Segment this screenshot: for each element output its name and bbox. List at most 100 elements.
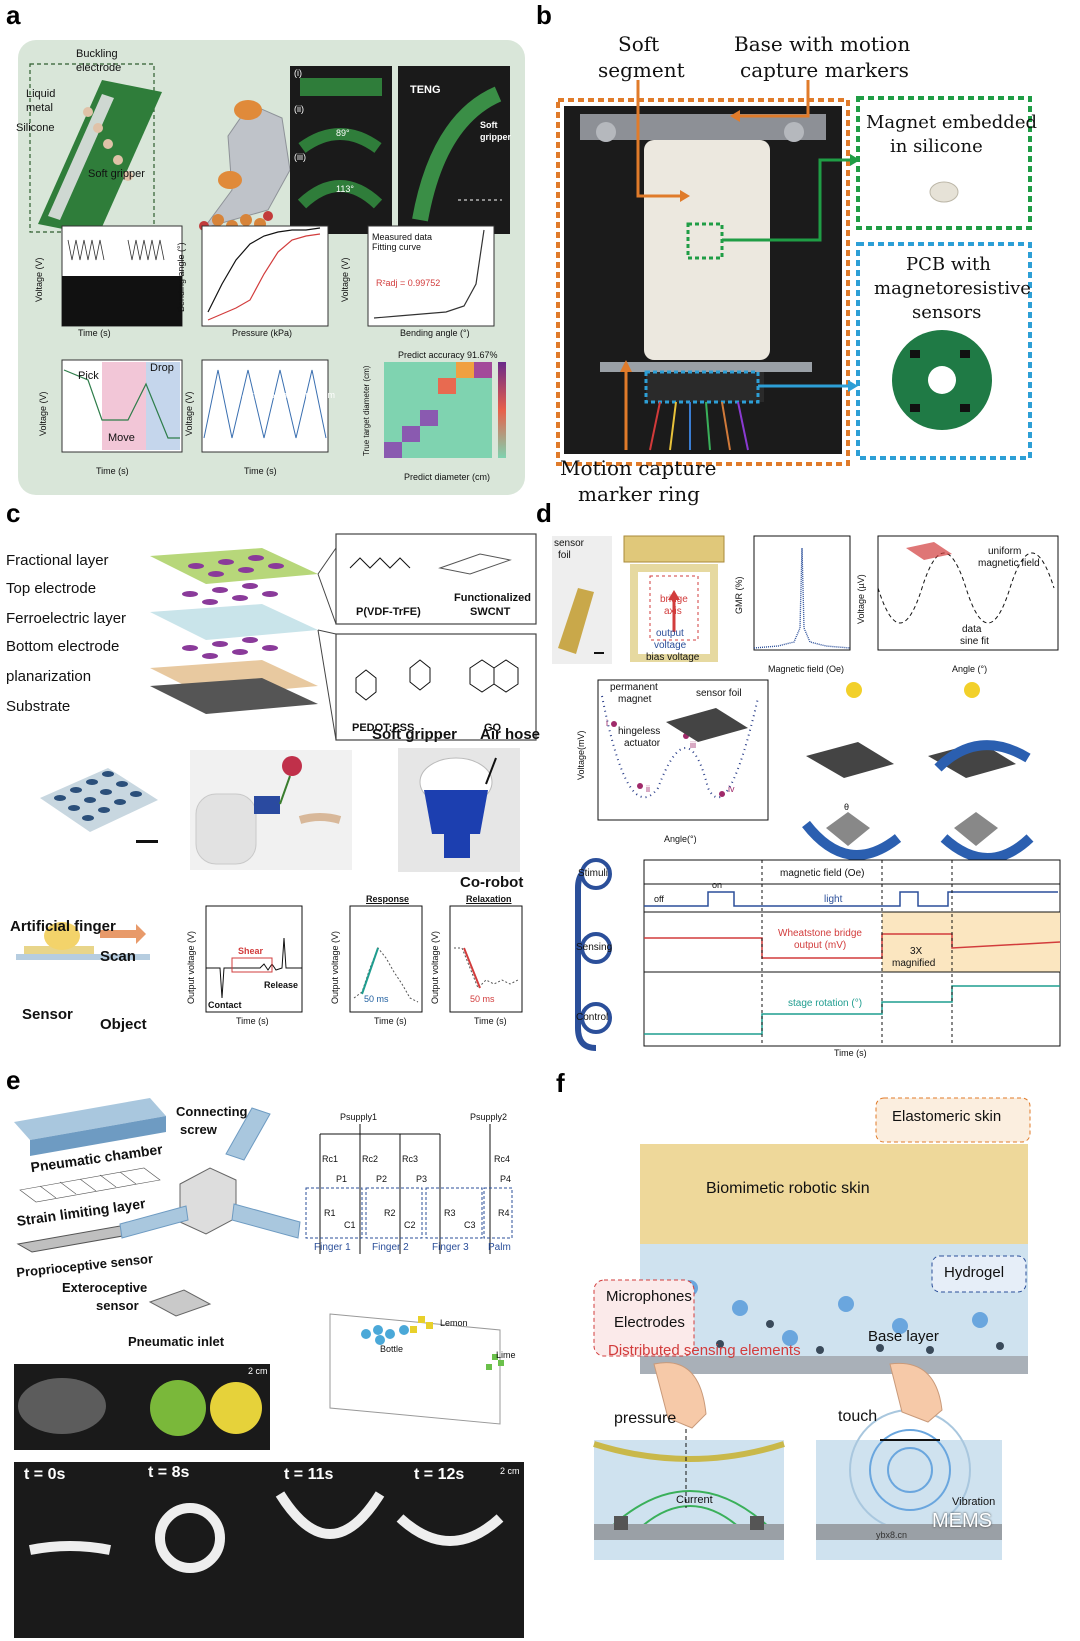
label-p1: P1 xyxy=(336,1174,348,1184)
label-stage-rotation: stage rotation (°) xyxy=(788,998,863,1009)
label-2cm-2: 2 cm xyxy=(500,1466,520,1476)
label-light: light xyxy=(824,894,843,905)
label-iii: (iii) xyxy=(294,152,306,162)
label-r1: R1 xyxy=(324,1208,336,1218)
label-r2: R2 xyxy=(384,1208,396,1218)
chart-time-traces xyxy=(575,858,1061,1051)
label-contact: Contact xyxy=(208,1000,242,1010)
panel-a: Buckling electrode Liquid metal Silicone… xyxy=(16,40,525,495)
label-rc1: Rc1 xyxy=(322,1154,339,1164)
axis-angle-d2: Angle(°) xyxy=(664,834,697,844)
label-50ms-2: 50 ms xyxy=(470,994,495,1004)
label-pneumatic-inlet: Pneumatic inlet xyxy=(128,1334,225,1349)
label-bottle: Bottle xyxy=(380,1344,404,1354)
label-sensing: Sensing xyxy=(576,942,613,953)
label-lime: Lime xyxy=(496,1350,516,1360)
label-exteroceptive: Exteroceptive xyxy=(62,1280,148,1295)
label-segment: segment xyxy=(598,58,685,82)
watermark-site: ybx8.cn xyxy=(876,1530,908,1540)
axis-bending: Bending angle (°) xyxy=(176,242,186,312)
label-foil-d: foil xyxy=(558,550,571,561)
panel-b-graphics xyxy=(556,80,1032,466)
label-pick: Pick xyxy=(78,370,99,382)
label-liquid: Liquid xyxy=(26,88,56,100)
layer-bottom-electrode: Bottom electrode xyxy=(6,638,120,655)
label-sensor: Sensor xyxy=(22,1006,73,1023)
label-predict-accuracy: Predict accuracy 91.67% xyxy=(398,350,498,360)
label-lemon: Lemon xyxy=(440,1318,468,1328)
label-soft: Soft xyxy=(618,32,660,56)
label-soft: Soft xyxy=(480,120,498,130)
panel-label-d: d xyxy=(536,498,552,528)
label-control: Control xyxy=(576,1012,609,1023)
label-magnet-2: in silicone xyxy=(890,136,983,157)
label-gripper: gripper xyxy=(480,132,512,142)
label-wheatstone-2: output (mV) xyxy=(794,940,847,951)
label-c3: C3 xyxy=(464,1220,476,1230)
axis-time-c2: Time (s) xyxy=(374,1016,407,1026)
label-func-2: SWCNT xyxy=(470,606,511,618)
panel-label-b: b xyxy=(536,0,552,30)
label-axis: axis xyxy=(664,606,682,617)
layer-planarization: planarization xyxy=(6,668,92,685)
label-distributed: Distributed sensing elements xyxy=(608,1342,801,1359)
label-2cm-1: 2 cm xyxy=(248,1366,268,1376)
label-rc3: Rc3 xyxy=(402,1154,419,1164)
panel-d-graphics xyxy=(552,535,1061,1051)
label-magfield-oe: magnetic field (Oe) xyxy=(780,868,865,879)
label-pressure: pressure xyxy=(614,1410,677,1427)
panel-label-c: c xyxy=(6,498,21,528)
legend-fitting: Fitting curve xyxy=(372,242,422,252)
label-roman-iii: iii xyxy=(690,740,696,750)
label-roman-ii: ii xyxy=(646,784,650,794)
label-screw: screw xyxy=(180,1122,217,1137)
label-current: Current xyxy=(676,1494,713,1506)
label-r4: R4 xyxy=(498,1208,510,1218)
label-7cm: 7cm xyxy=(318,390,336,400)
label-t0: t = 0s xyxy=(24,1466,66,1483)
axis-voltage-uv: Voltage (µV) xyxy=(856,574,866,624)
watermark-mems: MEMS xyxy=(932,1510,992,1532)
layer-substrate: Substrate xyxy=(6,698,71,715)
axis-outv-c1: Output voltage (V) xyxy=(186,930,196,1004)
label-microphones: Microphones xyxy=(606,1288,692,1305)
label-marker-ring: marker ring xyxy=(578,482,700,506)
label-sensor-foil: sensor foil xyxy=(696,688,742,699)
label-motion-capture: Motion capture xyxy=(560,456,717,480)
label-theta: θ xyxy=(844,802,850,812)
axis-time-c1: Time (s) xyxy=(236,1016,269,1026)
label-wheatstone-1: Wheatstone bridge xyxy=(778,928,862,939)
layer-fractional: Fractional layer xyxy=(6,552,109,569)
label-metal: metal xyxy=(26,102,53,114)
label-silicone: Silicone xyxy=(16,122,55,134)
label-pcb-1: PCB with xyxy=(906,254,991,275)
panel-e-graphics xyxy=(14,1098,524,1638)
label-teng: TENG xyxy=(410,84,441,96)
label-scan: Scan xyxy=(100,948,136,965)
label-magnified: magnified xyxy=(892,958,936,969)
label-air-hose: Air hose xyxy=(480,726,541,743)
chart-3d-scatter xyxy=(329,1313,504,1425)
label-electrodes: Electrodes xyxy=(614,1314,685,1331)
label-angle-113: 113° xyxy=(336,184,354,194)
label-rc4: Rc4 xyxy=(494,1154,511,1164)
actuator-illustrations xyxy=(802,682,1034,863)
label-relaxation: Relaxation xyxy=(466,894,512,904)
label-roman-i: i xyxy=(606,718,608,728)
label-output: output xyxy=(656,628,684,639)
label-stimuli: Stimuli xyxy=(578,868,609,879)
confusion-matrix xyxy=(384,362,506,458)
label-exteroceptive-sensor: sensor xyxy=(96,1298,139,1313)
axis-outv-c2: Output voltage (V) xyxy=(330,930,340,1004)
panel-c-graphics xyxy=(16,533,537,1013)
axis-predict-diameter: Predict diameter (cm) xyxy=(404,472,491,482)
label-base-layer: Base layer xyxy=(868,1328,939,1345)
label-func-1: Functionalized xyxy=(454,592,531,604)
axis-true-diameter: True target diameter (cm) xyxy=(362,365,371,456)
label-response: Response xyxy=(366,894,410,904)
label-pedot: PEDOT:PSS xyxy=(352,722,415,734)
axis-time-4: Time (s) xyxy=(96,466,129,476)
axis-voltage-4: Voltage (V) xyxy=(38,391,48,436)
chart-shear xyxy=(205,905,303,1013)
label-hingeless: hingeless xyxy=(618,726,661,737)
